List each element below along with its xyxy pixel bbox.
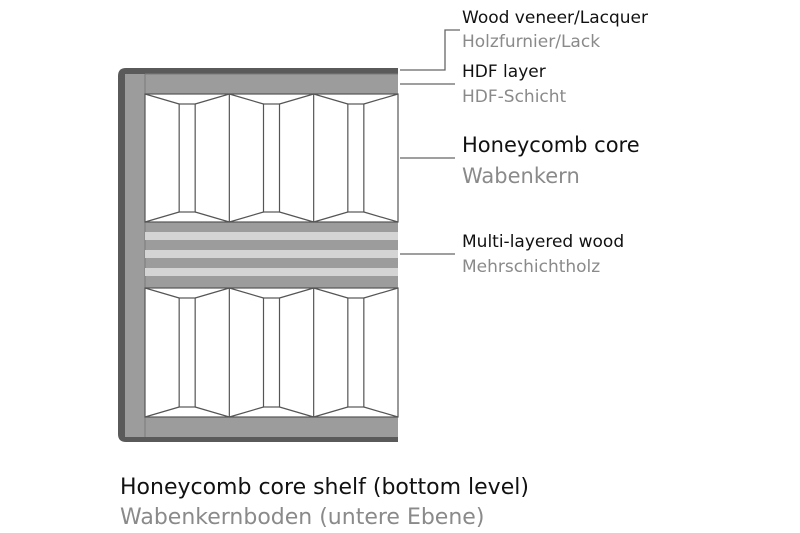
label-hdf-de: HDF-Schicht — [462, 87, 567, 107]
cell-diagonal — [229, 211, 264, 223]
cell-inner-wall — [347, 103, 365, 213]
label-veneer-en: Wood veneer/Lacquer — [462, 8, 648, 28]
honeycomb-cell — [228, 287, 314, 418]
label-multilayer-en: Multi-layered wood — [462, 232, 625, 252]
cell-diagonal — [279, 93, 314, 105]
cell-inner-wall — [347, 297, 365, 408]
cell-inner-wall — [262, 297, 281, 408]
cell-diagonal — [229, 93, 264, 105]
cell-diagonal — [363, 211, 399, 223]
cell-inner-wall — [262, 103, 281, 213]
honeycomb-area — [144, 287, 399, 418]
honeycomb-cell — [313, 287, 399, 418]
cell-diagonal — [229, 406, 264, 418]
cell-diagonal — [229, 287, 264, 299]
cell-diagonal — [363, 287, 399, 299]
leader-line-veneer — [400, 29, 460, 71]
honeycomb-area — [144, 93, 399, 223]
honeycomb-cell — [313, 93, 399, 223]
cell-diagonal — [363, 406, 399, 418]
label-hdf-en: HDF layer — [462, 62, 546, 82]
cell-diagonal — [144, 93, 180, 105]
honeycomb-cell — [144, 93, 230, 223]
label-multilayer-de: Mehrschichtholz — [462, 257, 601, 277]
cell-diagonal — [279, 287, 314, 299]
cell-diagonal — [279, 211, 314, 223]
cell-diagonal — [194, 211, 230, 223]
honeycomb-core-bottom — [144, 287, 399, 418]
cell-diagonal — [363, 93, 399, 105]
cell-diagonal — [194, 406, 230, 418]
caption-title: Honeycomb core shelf (bottom level) — [120, 475, 529, 500]
cell-diagonal — [144, 211, 180, 223]
cell-inner-wall — [178, 297, 196, 408]
light-wood-stripe — [145, 232, 398, 240]
multilayer-wood-stripes — [145, 232, 398, 276]
cell-diagonal — [313, 93, 349, 105]
caption-subtitle: Wabenkernboden (untere Ebene) — [120, 505, 485, 530]
cell-diagonal — [144, 406, 180, 418]
light-wood-stripe — [145, 250, 398, 258]
cell-diagonal — [313, 406, 349, 418]
honeycomb-cell — [228, 93, 314, 223]
label-honeycomb-de: Wabenkern — [462, 164, 580, 188]
cell-diagonal — [144, 287, 180, 299]
cell-inner-wall — [178, 103, 196, 213]
light-wood-stripe — [145, 268, 398, 276]
cell-diagonal — [194, 287, 230, 299]
honeycomb-cell — [144, 287, 230, 418]
cell-diagonal — [313, 211, 349, 223]
cell-diagonal — [194, 93, 230, 105]
label-honeycomb-en: Honeycomb core — [462, 133, 640, 157]
honeycomb-core-top — [144, 93, 399, 223]
cell-diagonal — [313, 287, 349, 299]
cell-diagonal — [279, 406, 314, 418]
label-veneer-de: Holzfurnier/Lack — [462, 32, 601, 52]
